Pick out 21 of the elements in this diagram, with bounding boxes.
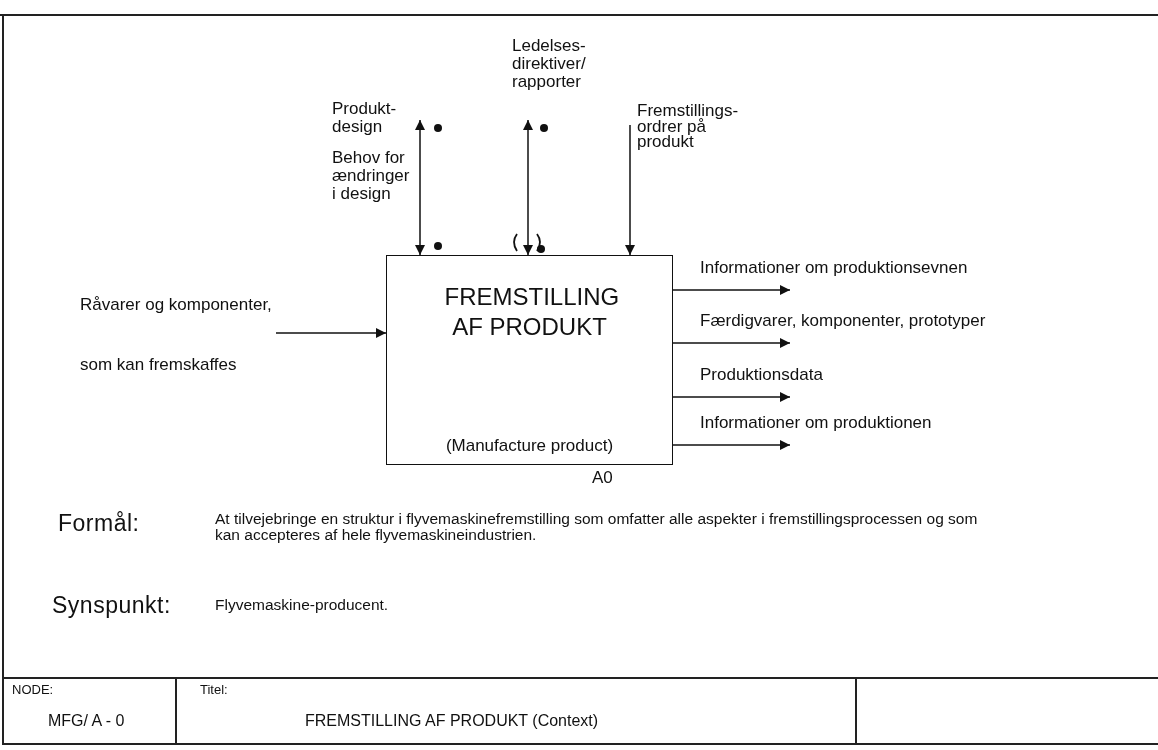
node-id: MFG/ A - 0	[48, 712, 125, 730]
field-label: Titel:	[200, 682, 228, 697]
section-heading: Formål:	[58, 510, 140, 537]
field-label: NODE:	[12, 682, 54, 697]
arrow	[672, 392, 791, 402]
arrow	[415, 119, 425, 256]
input-label: Råvarer og komponenter,	[80, 295, 273, 315]
arrow	[672, 338, 791, 348]
section-heading: Synspunkt:	[52, 592, 171, 619]
purpose-text: At tilvejebringe en struktur i flyvemaskinefremstilling som omfatter alle aspekter i fremstillingsprocessen og som kan accepteres af hele flyvemaskineindustrien.	[215, 511, 979, 544]
arrow	[523, 119, 533, 256]
process-box	[386, 255, 673, 465]
node-number: A0	[592, 469, 613, 487]
arrow	[275, 328, 387, 338]
arrow	[625, 124, 635, 256]
process-subtitle: (Manufacture product)	[445, 436, 614, 456]
input-label: som kan fremskaffes	[80, 355, 238, 375]
diagram-title: FREMSTILLING AF PRODUKT (Context)	[305, 712, 599, 730]
arrow	[672, 440, 791, 450]
arrow	[672, 285, 791, 295]
viewpoint-text: Flyvemaskine-producent.	[215, 597, 389, 614]
